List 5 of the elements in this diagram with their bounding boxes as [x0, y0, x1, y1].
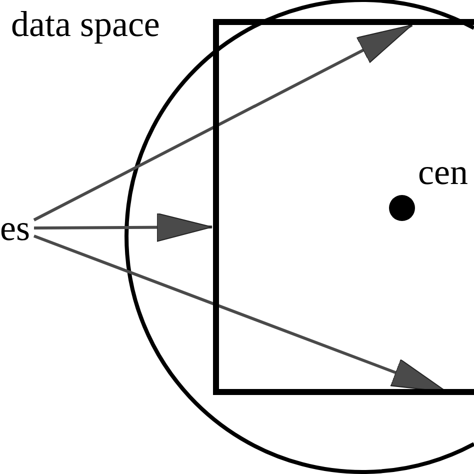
center-label: cen — [418, 152, 468, 192]
arrow — [34, 212, 212, 242]
arrow — [33, 24, 413, 222]
box-heading: data space — [11, 4, 160, 44]
source-label: es — [0, 208, 30, 248]
